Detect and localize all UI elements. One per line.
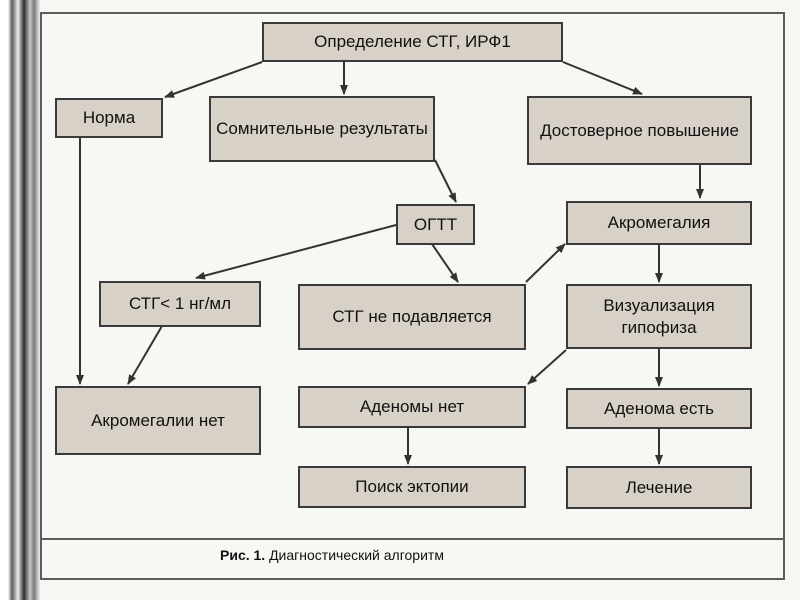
node-doubtful-results: Сомнительные результаты [209, 96, 435, 162]
node-no-adenoma: Аденомы нет [298, 386, 526, 428]
page-edge-shadow [0, 0, 40, 600]
node-adenoma-present: Аденома есть [566, 388, 752, 429]
node-stg-less-1: СТГ< 1 нг/мл [99, 281, 261, 327]
node-norm: Норма [55, 98, 163, 138]
node-stg-not-suppressed: СТГ не подавляется [298, 284, 526, 350]
node-treatment: Лечение [566, 466, 752, 509]
node-pituitary-imaging: Визуализация гипофиза [566, 284, 752, 349]
node-determination: Определение СТГ, ИРФ1 [262, 22, 563, 62]
node-reliable-increase: Достоверное повышение [527, 96, 752, 165]
figure-caption: Рис. 1. Диагностический алгоритм [220, 543, 650, 567]
node-ogtt: ОГТТ [396, 204, 475, 245]
caption-text: Диагностический алгоритм [269, 547, 444, 563]
node-ectopia-search: Поиск эктопии [298, 466, 526, 508]
node-acromegaly: Акромегалия [566, 201, 752, 245]
caption-label: Рис. 1. [220, 547, 266, 563]
caption-divider [42, 538, 783, 540]
node-no-acromegaly: Акромегалии нет [55, 386, 261, 455]
